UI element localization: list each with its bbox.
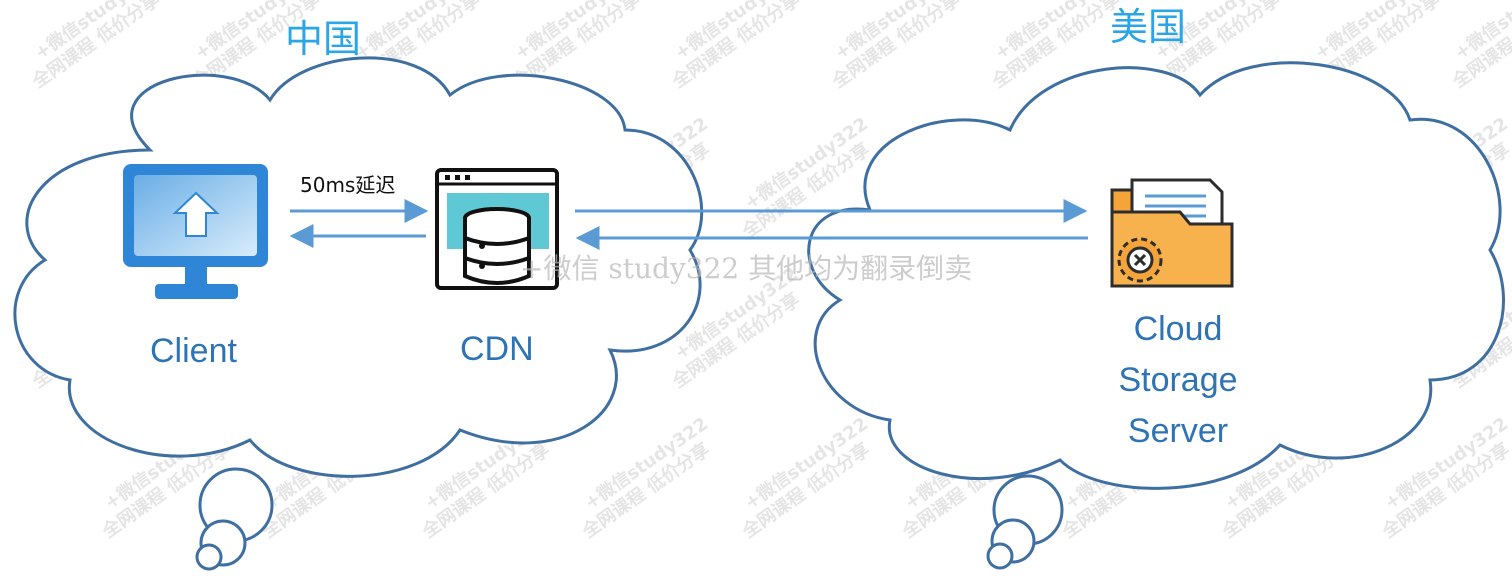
monitor-upload-icon (123, 164, 268, 299)
storage-label-line-3: Server (1128, 412, 1228, 450)
server-database-icon (435, 168, 559, 290)
region-title-usa: 美国 (1110, 5, 1186, 49)
client-label: Client (150, 332, 237, 370)
folder-gear-icon (1110, 178, 1234, 288)
storage-label-line-1: Cloud (1134, 310, 1223, 348)
china-cloud (13, 56, 704, 571)
region-title-china: 中国 (285, 17, 361, 61)
storage-label-line-2: Storage (1118, 361, 1237, 399)
cdn-label: CDN (460, 330, 534, 368)
latency-label: 50ms延迟 (300, 173, 395, 197)
watermark-text: +微信 study322 其他均为翻录倒卖 (520, 252, 972, 285)
